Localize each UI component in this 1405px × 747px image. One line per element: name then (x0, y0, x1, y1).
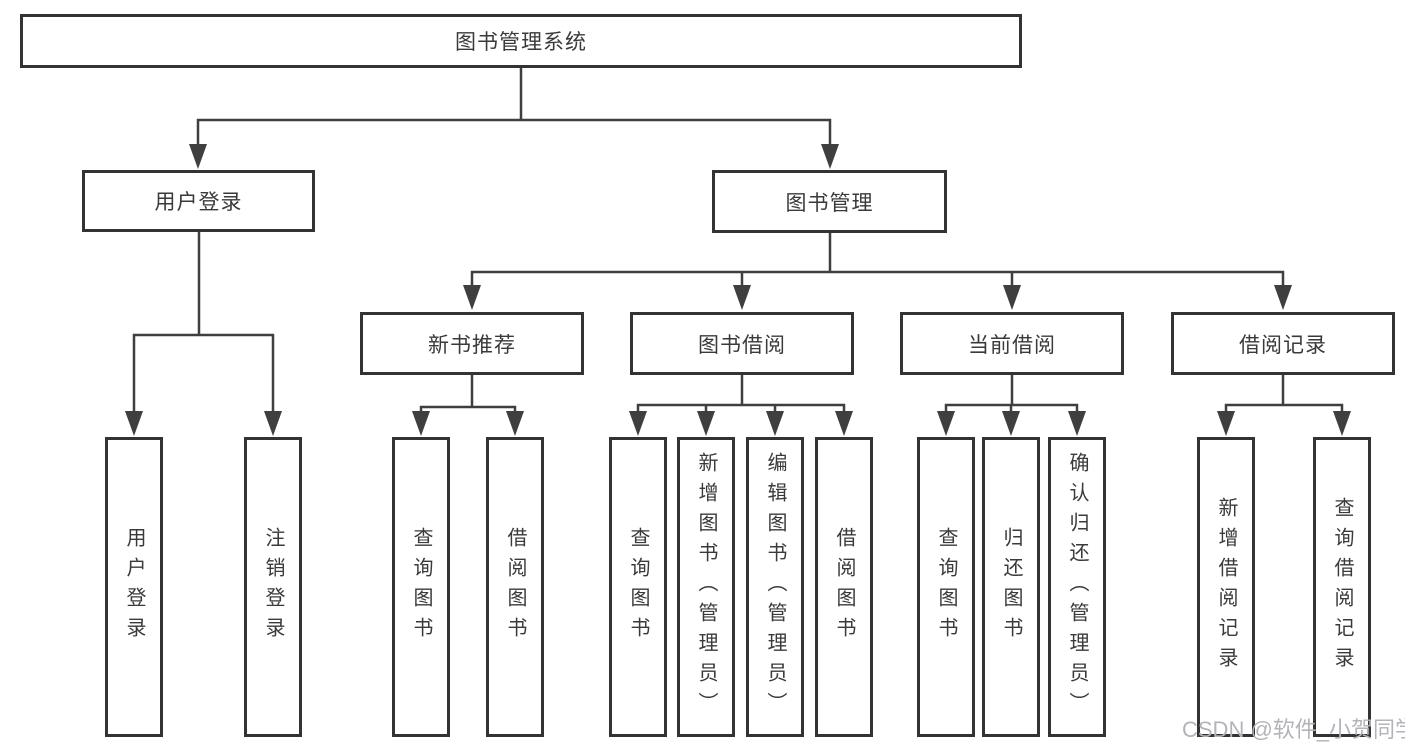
arrowhead (1217, 411, 1235, 436)
leaf-add-book-admin: 新增图书（管理员） (677, 437, 735, 737)
leaf-borrow-book: 借阅图书 (815, 437, 873, 737)
node-user-login: 用户登录 (82, 170, 315, 232)
arrowhead (1003, 285, 1021, 310)
arrowhead (412, 411, 430, 436)
leaf-logout: 注销登录 (244, 437, 302, 737)
arrowhead (835, 411, 853, 436)
leaf-query-book: 查询图书 (392, 437, 450, 737)
leaf-user-login: 用户登录 (105, 437, 163, 737)
leaf-query-borrow-record: 查询借阅记录 (1313, 437, 1371, 737)
leaf-query-book: 查询图书 (917, 437, 975, 737)
arrowhead (1002, 411, 1020, 436)
leaf-add-borrow-record: 新增借阅记录 (1197, 437, 1255, 737)
node-book-management: 图书管理 (712, 170, 947, 233)
node-current-borrowing: 当前借阅 (900, 312, 1124, 375)
arrowhead (733, 285, 751, 310)
arrowhead (463, 285, 481, 310)
watermark: CSDN @软件_小贺同学 (1182, 717, 1405, 742)
arrowhead (766, 411, 784, 436)
arrowhead (937, 411, 955, 436)
node-book-borrowing: 图书借阅 (630, 312, 854, 375)
leaf-return-book: 归还图书 (982, 437, 1040, 737)
leaf-query-book: 查询图书 (609, 437, 667, 737)
node-new-book-recommend: 新书推荐 (360, 312, 584, 375)
arrowhead (1333, 411, 1351, 436)
node-borrowing-records: 借阅记录 (1171, 312, 1395, 375)
arrowhead (1068, 411, 1086, 436)
arrowhead (264, 411, 282, 436)
arrowhead (125, 411, 143, 436)
arrowhead (697, 411, 715, 436)
leaf-confirm-return-admin: 确认归还（管理员） (1048, 437, 1106, 737)
arrowhead (1274, 285, 1292, 310)
leaf-borrow-book: 借阅图书 (486, 437, 544, 737)
arrowhead (629, 411, 647, 436)
arrowhead (821, 144, 839, 169)
arrowhead (506, 411, 524, 436)
leaf-edit-book-admin: 编辑图书（管理员） (746, 437, 804, 737)
arrowhead (189, 144, 207, 169)
node-root-system: 图书管理系统 (20, 14, 1022, 68)
